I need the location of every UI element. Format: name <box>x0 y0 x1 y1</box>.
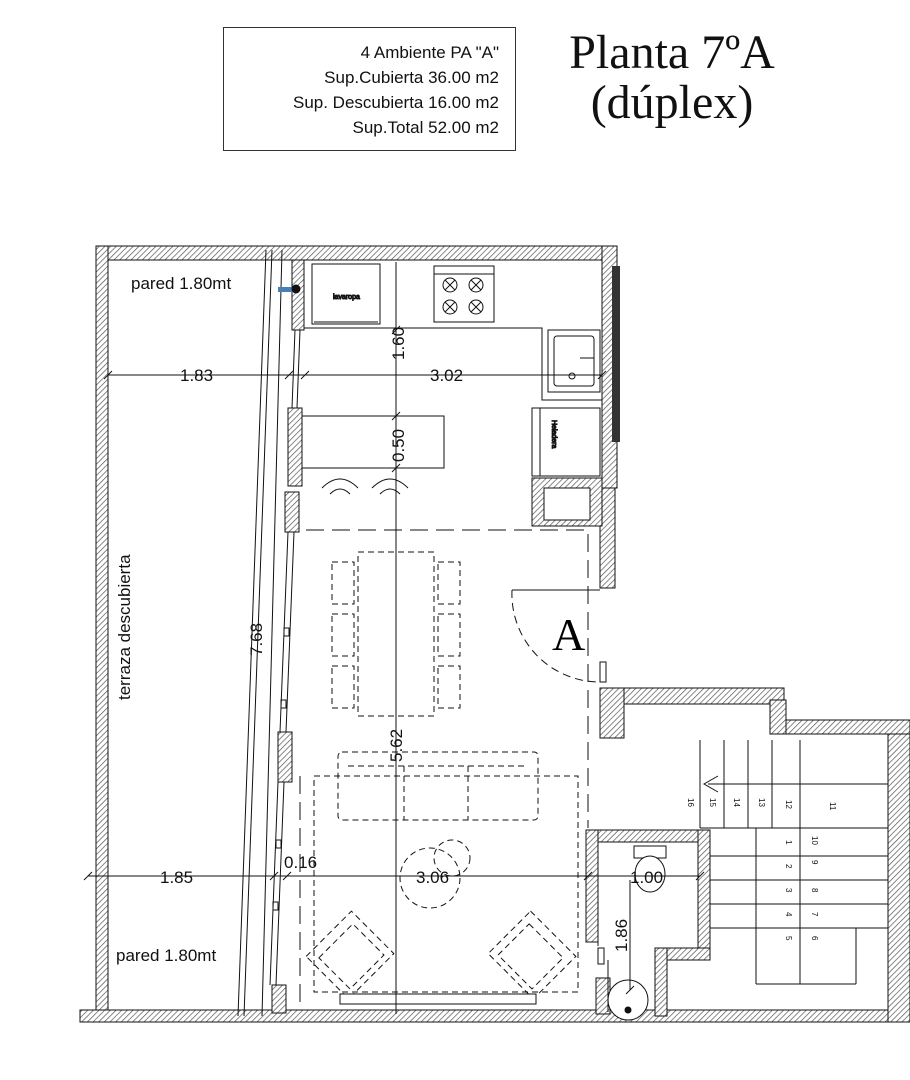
stove <box>433 265 495 323</box>
step-5: 5 <box>784 936 793 941</box>
pillar-4 <box>277 731 293 783</box>
dim-5-62: 5.62 <box>387 729 406 762</box>
window-strip <box>269 329 301 986</box>
info-ambientes: 4 Ambiente PA "A" <box>360 43 499 62</box>
pillar-3 <box>284 491 300 533</box>
washbasin <box>607 979 649 1021</box>
stairs <box>699 740 888 985</box>
wall-stairs-top-right <box>783 719 910 735</box>
step-2: 2 <box>784 864 793 869</box>
washer <box>311 263 381 325</box>
wall-bath-lower-right <box>654 947 668 1017</box>
label-terrace: terraza descubierta <box>115 554 134 700</box>
step-4: 4 <box>784 912 793 917</box>
dim-3-02: 3.02 <box>430 366 463 385</box>
stair-numbers-right: 10 9 8 7 6 <box>810 836 819 941</box>
dim-1-85: 1.85 <box>160 868 193 887</box>
tap-icon <box>278 284 301 294</box>
pillar-2 <box>287 407 303 487</box>
step-15: 15 <box>708 798 717 807</box>
terrace-edges <box>107 249 283 1017</box>
step-11: 11 <box>828 802 837 811</box>
step-16: 16 <box>686 798 695 807</box>
niche-inner <box>543 487 591 521</box>
dim-0-16: 0.16 <box>284 853 317 872</box>
bar-stool-icon <box>321 478 409 495</box>
step-6: 6 <box>810 936 819 941</box>
info-sup-cubierta: Sup.Cubierta 36.00 m2 <box>324 68 499 87</box>
wall-stairs-right <box>887 733 910 1023</box>
dim-0-50: 0.50 <box>389 429 408 462</box>
pillar-1 <box>291 259 305 331</box>
wall-right-mid <box>599 487 616 589</box>
dim-7-68: 7.68 <box>247 623 266 656</box>
info-sup-total: Sup.Total 52.00 m2 <box>352 118 499 137</box>
dining-set <box>331 551 461 717</box>
dim-1-00: 1.00 <box>630 868 663 887</box>
living-set <box>305 751 579 1000</box>
wall-bath-left <box>585 829 599 943</box>
label-wall-top: pared 1.80mt <box>131 274 231 293</box>
step-12: 12 <box>784 800 793 809</box>
bathroom <box>597 845 667 1021</box>
step-3: 3 <box>784 888 793 893</box>
step-9: 9 <box>810 860 819 865</box>
wall-stairs-top <box>623 687 785 705</box>
info-box: 4 Ambiente PA "A" Sup.Cubierta 36.00 m2 … <box>223 27 516 151</box>
step-8: 8 <box>810 888 819 893</box>
sofa <box>337 751 539 821</box>
stair-numbers-upper: 16 15 14 13 12 11 <box>686 798 837 811</box>
wall-bottom <box>79 1009 910 1023</box>
tv-console <box>339 993 537 1005</box>
plan-title: Planta 7ºA (dúplex) <box>522 28 822 128</box>
fridge <box>531 407 601 477</box>
dim-1-83: 1.83 <box>180 366 213 385</box>
kitchen-island <box>301 415 445 469</box>
plan-title-line2: (dúplex) <box>590 76 754 129</box>
dim-1-86: 1.86 <box>612 919 631 952</box>
walls <box>79 245 910 1023</box>
burner-icon <box>442 277 484 315</box>
fridge-label: Heladera <box>550 420 557 449</box>
pillar-5 <box>271 984 287 1014</box>
dim-3-06: 3.06 <box>416 868 449 887</box>
washer-label: lavaropa <box>333 294 360 301</box>
step-1: 1 <box>784 840 793 845</box>
wall-entry-pillar <box>599 687 625 739</box>
info-sup-descubierta: Sup. Descubierta 16.00 m2 <box>292 93 499 112</box>
wall-bath-top <box>585 829 709 843</box>
wall-left-terrace <box>95 245 109 1015</box>
step-10: 10 <box>810 836 819 845</box>
step-13: 13 <box>757 798 766 807</box>
entrance-door <box>511 589 607 683</box>
plan-title-line1: Planta 7ºA <box>569 26 775 79</box>
coffee-table <box>399 847 461 909</box>
dimension-lines <box>83 262 705 1014</box>
kitchen: lavaropa Heladera <box>278 262 602 495</box>
step-14: 14 <box>732 798 741 807</box>
wall-top <box>95 245 618 261</box>
dashed-zones <box>299 529 589 1004</box>
step-7: 7 <box>810 912 819 917</box>
label-wall-bottom: pared 1.80mt <box>116 946 216 965</box>
unit-label: A <box>552 609 585 660</box>
dim-1-60: 1.60 <box>389 327 408 360</box>
wall-stairs-step <box>769 699 787 735</box>
wall-bath-right <box>697 829 711 959</box>
stair-numbers-left: 1 2 3 4 5 <box>784 840 793 941</box>
wall-right-thin <box>612 266 620 442</box>
